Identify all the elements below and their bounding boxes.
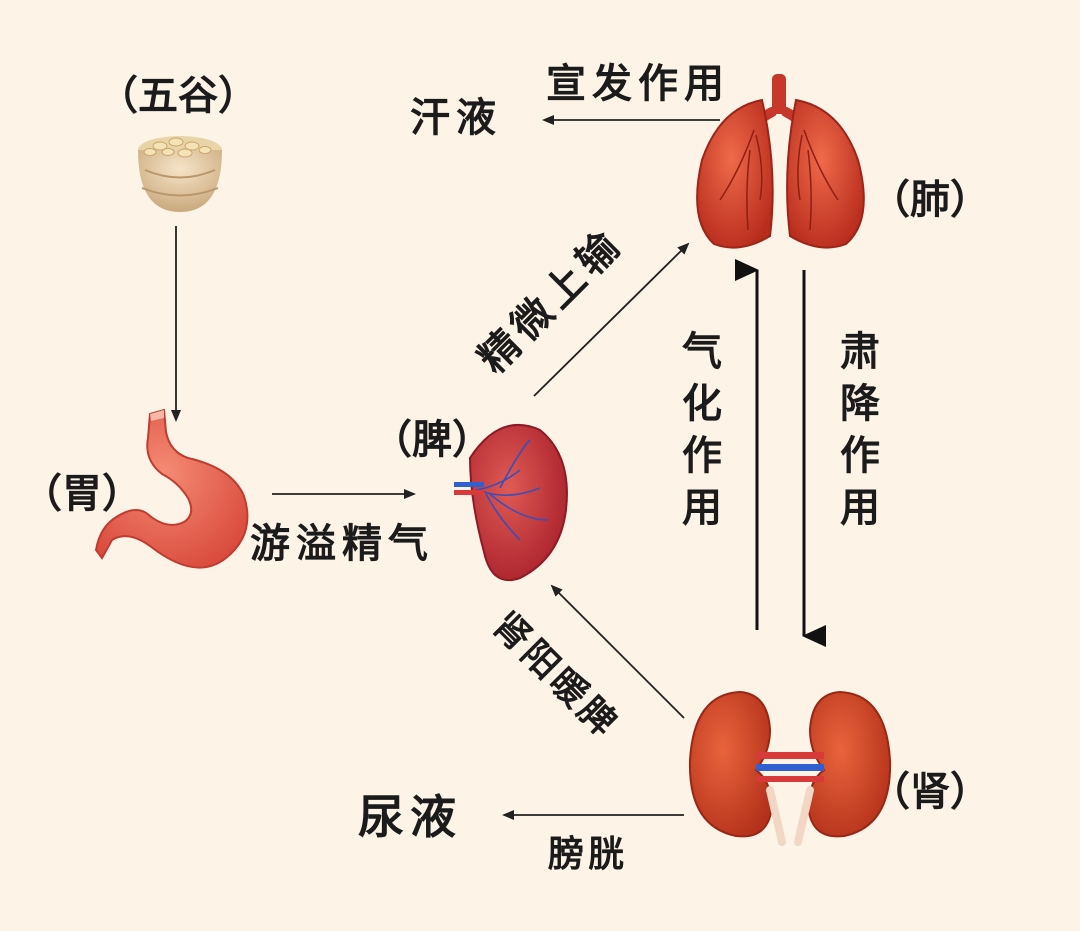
sweat-label: 汗液: [410, 94, 502, 141]
spleen-label: （脾）: [372, 416, 492, 463]
stomach-label: （胃）: [22, 470, 142, 517]
urine-label: 尿液: [358, 790, 462, 844]
bladder-label: 膀胱: [548, 833, 629, 875]
dispersing-label: 宣发作用: [546, 60, 730, 107]
spleen-to-lung-arrow: [533, 242, 690, 397]
stomach-icon: [94, 408, 249, 569]
descending-label: 肃降作用: [833, 330, 880, 538]
lung-icon: [696, 74, 865, 249]
overflow-essence-label: 游溢精气: [250, 520, 434, 567]
kidney-icon: [688, 690, 892, 846]
kidney-label: （肾）: [870, 768, 990, 815]
kidney-to-spleen-arrow: [550, 584, 685, 719]
qi-transform-label: 气化作用: [675, 330, 722, 538]
spleen-icon: [454, 423, 568, 582]
lung-label: （肺）: [870, 176, 990, 223]
grain-bowl-icon: [138, 136, 222, 212]
grain-label: （五谷）: [98, 72, 258, 119]
